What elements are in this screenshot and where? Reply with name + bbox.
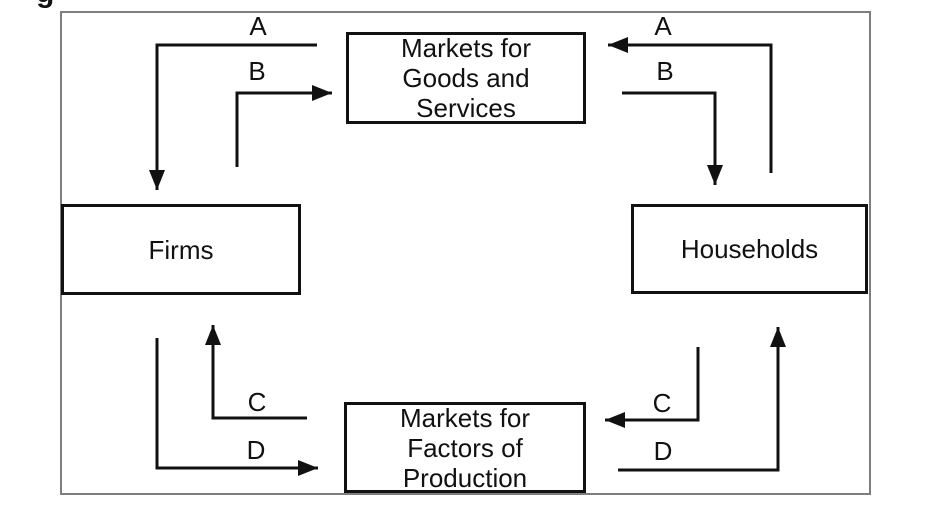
box-firms: Firms bbox=[61, 204, 301, 295]
cropped-caption-fragment: g bbox=[36, 0, 64, 8]
box-markets-goods-line1: Markets for bbox=[400, 33, 532, 63]
arrow-c-households-to-factor-market bbox=[605, 347, 700, 428]
box-markets-goods-line2: Goods and bbox=[402, 63, 530, 93]
arrow-b-goods-market-to-households bbox=[622, 91, 723, 185]
flow-label-top-left-a: A bbox=[249, 11, 267, 41]
flow-label-bottom-left-d: D bbox=[246, 435, 266, 465]
box-households-label: Households bbox=[680, 234, 819, 264]
flow-label-top-right-a: A bbox=[654, 11, 672, 41]
box-households: Households bbox=[631, 204, 868, 294]
box-markets-factors-line2: Factors of bbox=[407, 432, 523, 463]
arrow-d-factor-market-to-households bbox=[618, 327, 786, 472]
cropped-caption-letter: g bbox=[36, 0, 64, 8]
arrow-c-factor-market-to-firms bbox=[205, 325, 307, 420]
box-markets-goods-line3: Services bbox=[416, 93, 516, 123]
box-markets-factors-line3: Production bbox=[402, 462, 528, 493]
flow-label-bottom-right-c: C bbox=[652, 388, 672, 418]
flow-label-bottom-left-c: C bbox=[247, 387, 267, 417]
arrow-a-goods-to-firms bbox=[149, 43, 317, 190]
flow-label-top-left-b: B bbox=[248, 56, 266, 86]
flow-label-bottom-right-d: D bbox=[653, 436, 673, 466]
arrow-a-households-to-goods-market bbox=[608, 37, 773, 173]
arrow-d-firms-to-factor-market bbox=[155, 338, 318, 476]
box-markets-factors-line1: Markets for bbox=[399, 402, 531, 433]
box-firms-label: Firms bbox=[148, 234, 214, 265]
box-markets-factors-production: Markets for Factors of Production bbox=[344, 402, 586, 493]
arrow-b-firms-to-goods-market bbox=[235, 85, 332, 167]
box-markets-goods-services: Markets for Goods and Services bbox=[346, 32, 586, 124]
flow-label-top-right-b: B bbox=[656, 56, 674, 86]
